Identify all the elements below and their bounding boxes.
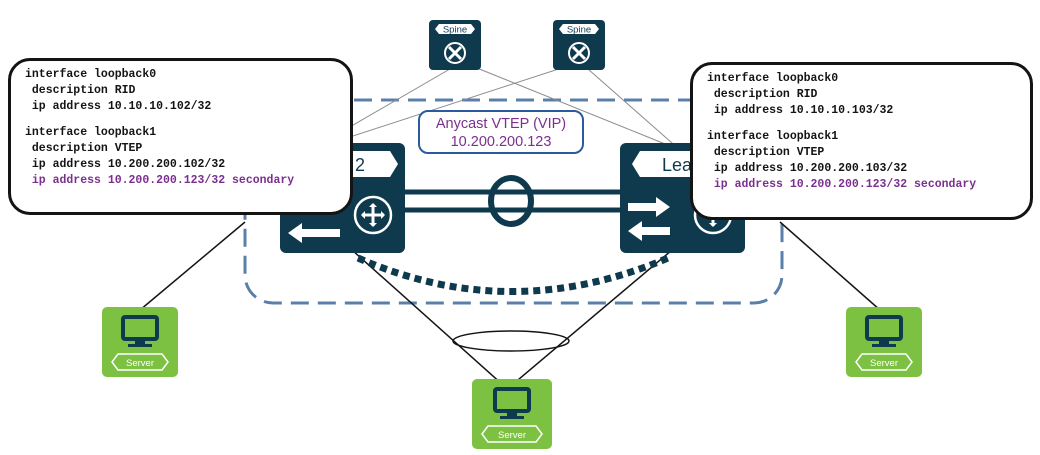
vip-address: 10.200.200.123 — [450, 134, 552, 150]
port-channel-ellipse — [452, 330, 570, 352]
config-gap — [707, 119, 1018, 129]
config-line: description VTEP — [25, 142, 143, 155]
spine-uplinks — [309, 61, 681, 151]
config-line-secondary: ip address 10.200.200.123/32 secondary — [707, 178, 977, 191]
leaf-label: Lea — [662, 155, 693, 175]
config-line: interface loopback0 — [707, 72, 839, 85]
server-left[interactable]: Server — [102, 307, 178, 377]
spine-label: Spine — [567, 25, 591, 36]
server-links — [139, 221, 881, 386]
server-label: Server — [498, 430, 526, 441]
peer-link — [400, 175, 625, 227]
vip-title: Anycast VTEP (VIP) — [435, 116, 567, 132]
config-line: ip address 10.10.10.102/32 — [25, 100, 212, 113]
spine-switch-2[interactable]: Spine — [553, 20, 605, 70]
config-line: description RID — [707, 88, 818, 101]
server-label: Server — [126, 358, 154, 369]
config-line: description RID — [25, 84, 136, 97]
config-line: ip address 10.200.200.102/32 — [25, 158, 226, 171]
config-line-secondary: ip address 10.200.200.123/32 secondary — [25, 174, 295, 187]
server-bottom[interactable]: Server — [472, 379, 552, 449]
left-config-callout: interface loopback0 description RID ip a… — [8, 58, 353, 215]
anycast-vtep-label: Anycast VTEP (VIP) 10.200.200.123 — [418, 110, 584, 154]
server-right[interactable]: Server — [846, 307, 922, 377]
spine-label: Spine — [443, 25, 467, 36]
config-line: interface loopback0 — [25, 68, 157, 81]
config-line: ip address 10.10.10.103/32 — [707, 104, 894, 117]
leaf-label: 2 — [355, 155, 365, 175]
server-label: Server — [870, 358, 898, 369]
config-line: description VTEP — [707, 146, 825, 159]
config-line: interface loopback1 — [25, 126, 157, 139]
config-line: interface loopback1 — [707, 130, 839, 143]
config-line: ip address 10.200.200.103/32 — [707, 162, 908, 175]
peer-keepalive-link — [356, 254, 670, 295]
config-gap — [25, 115, 338, 125]
spine-switch-1[interactable]: Spine — [429, 20, 481, 70]
right-config-callout: interface loopback0 description RID ip a… — [690, 62, 1033, 220]
